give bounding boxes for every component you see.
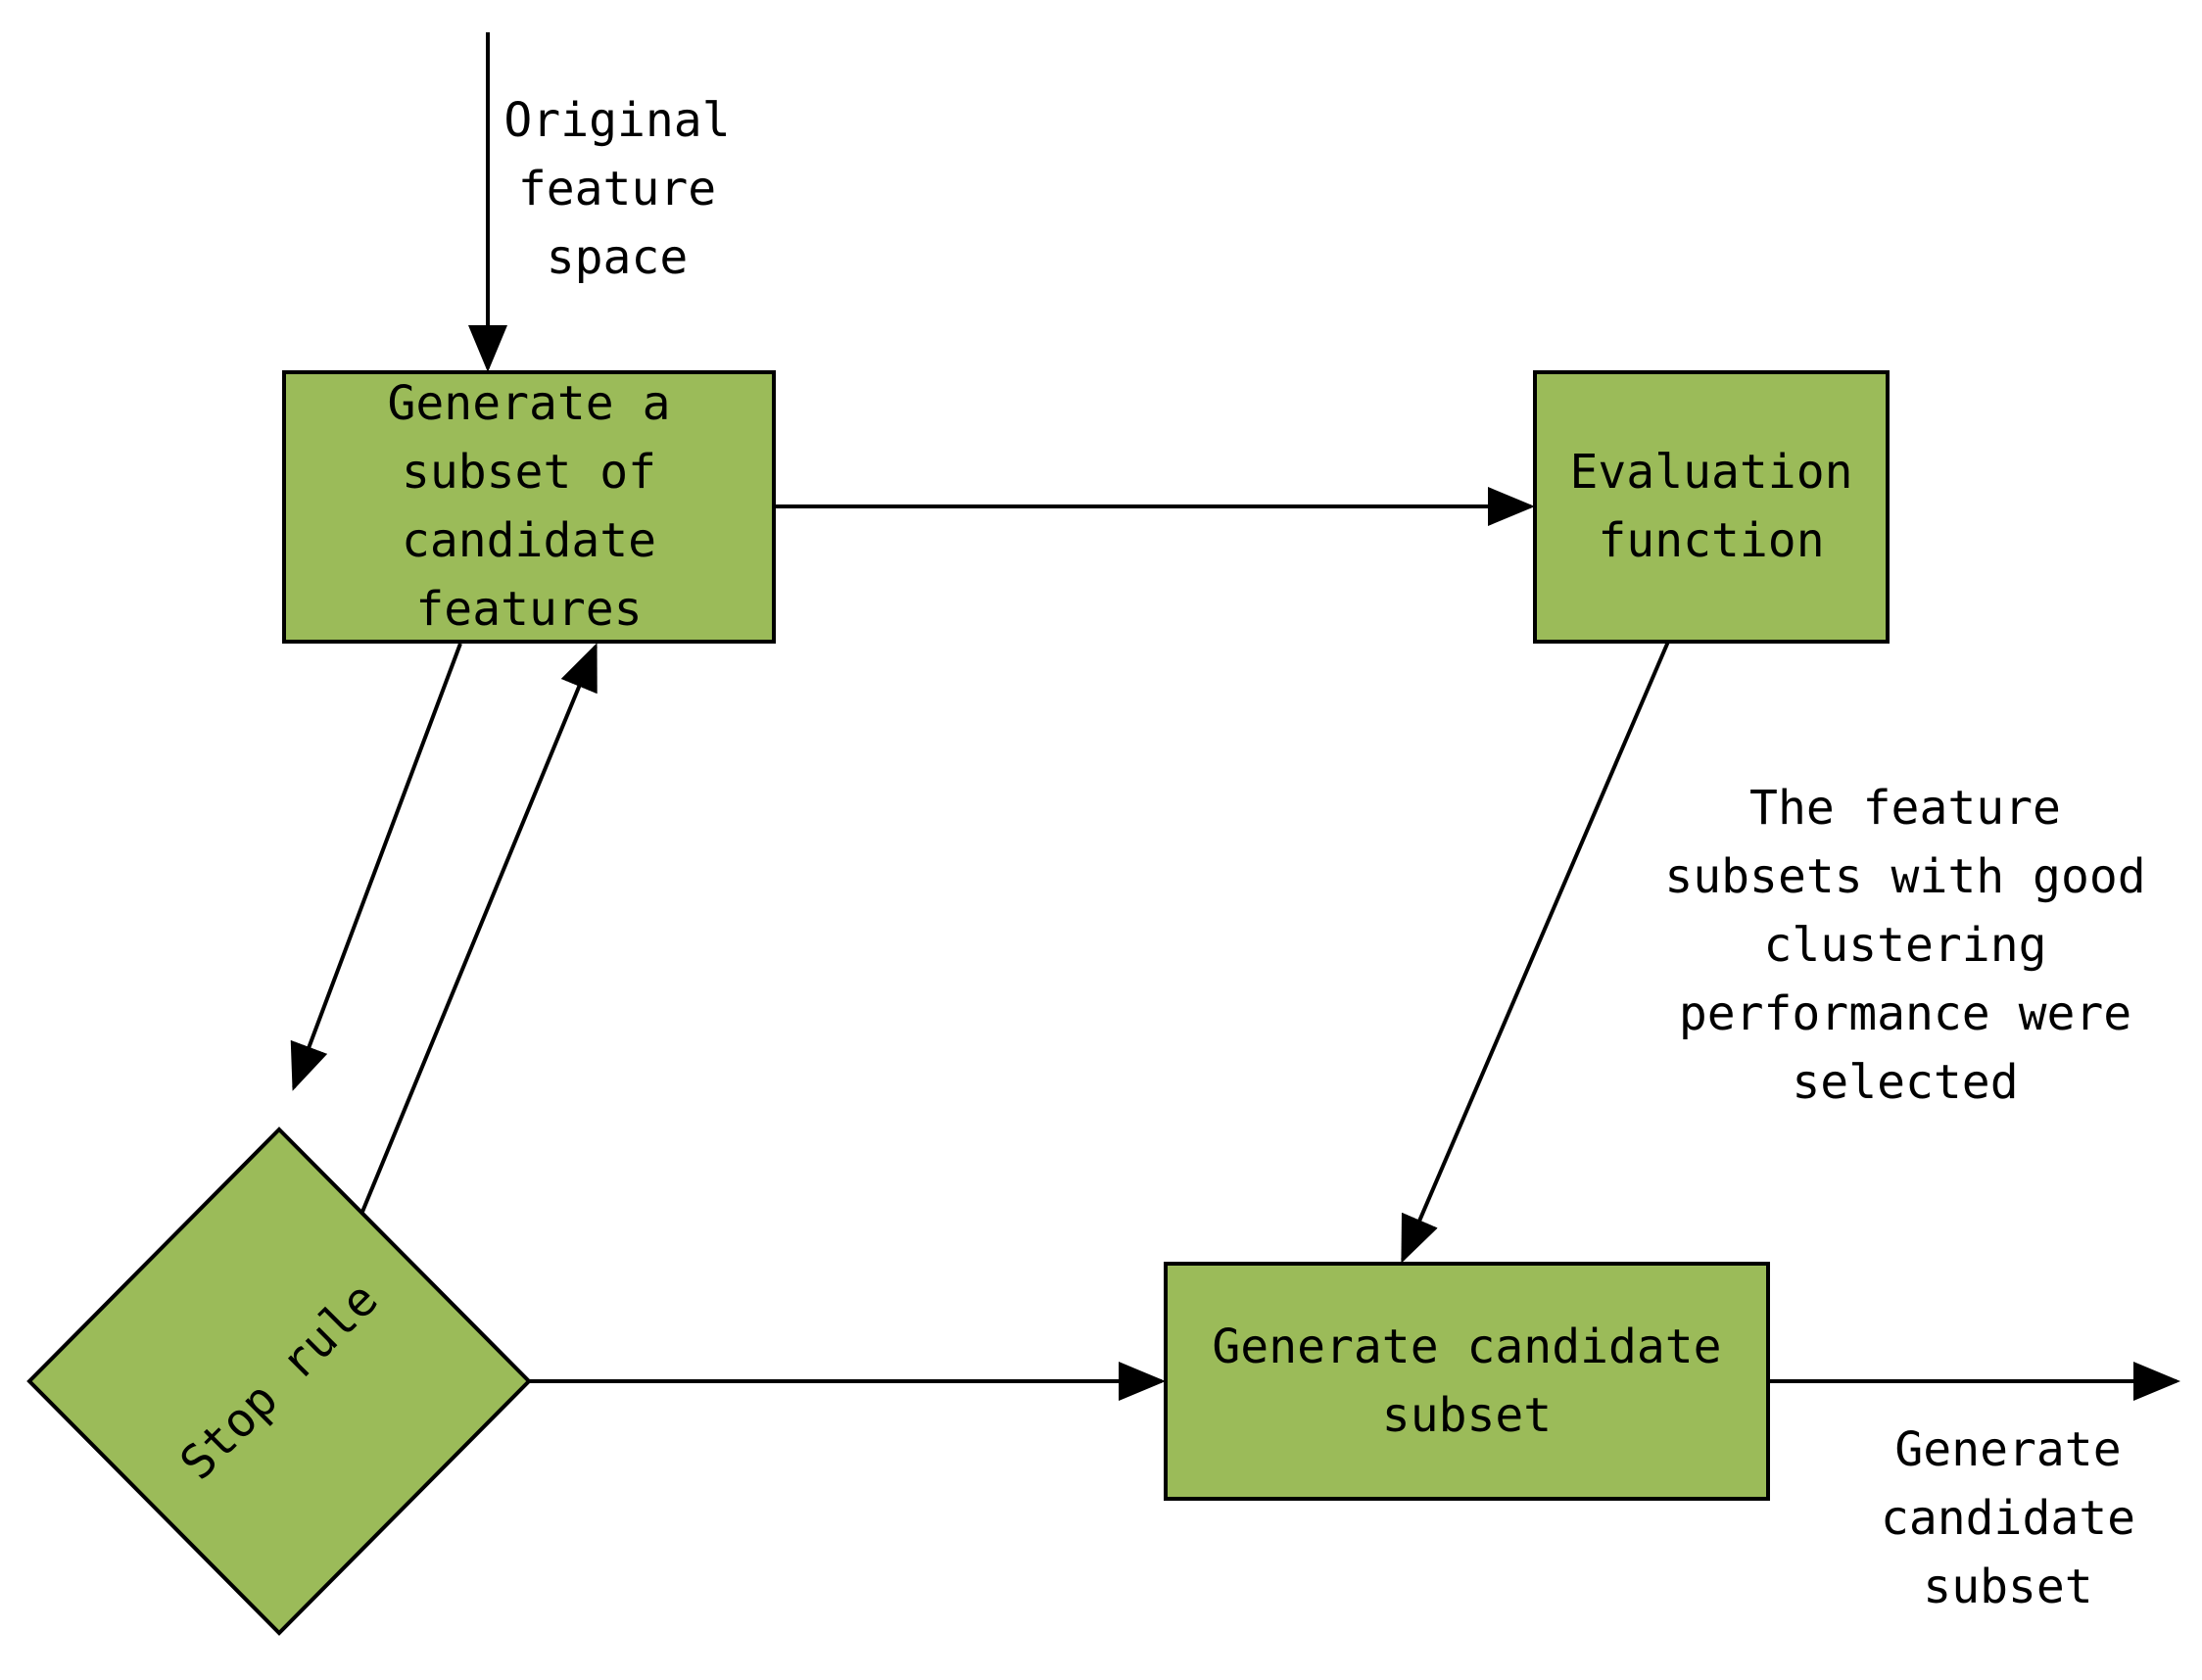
annotation-feature-subsets-selected: The feature subsets with good clustering… xyxy=(1664,781,2146,1110)
edge-evaluation-to-generate-candidate xyxy=(1401,641,1670,1264)
annotation-output-generate-candidate: Generate candidate subset xyxy=(1880,1422,2136,1614)
node-generate-candidate-label: Generate candidate subset xyxy=(1212,1320,1722,1443)
node-generate-candidate-box xyxy=(1164,1262,1770,1501)
edge-stop-rule-to-generate-subset xyxy=(360,643,598,1213)
node-generate-subset-label: Generate a subset of candidate features xyxy=(387,376,671,637)
node-generate-subset-box xyxy=(282,370,776,644)
annotation-original-feature-space: Original feature space xyxy=(503,93,731,285)
node-evaluation-label: Evaluation function xyxy=(1569,445,1853,568)
node-stop-rule-diamond xyxy=(26,1127,532,1636)
edge-generate-subset-to-stop-rule xyxy=(290,643,462,1091)
node-evaluation-box xyxy=(1533,370,1890,644)
